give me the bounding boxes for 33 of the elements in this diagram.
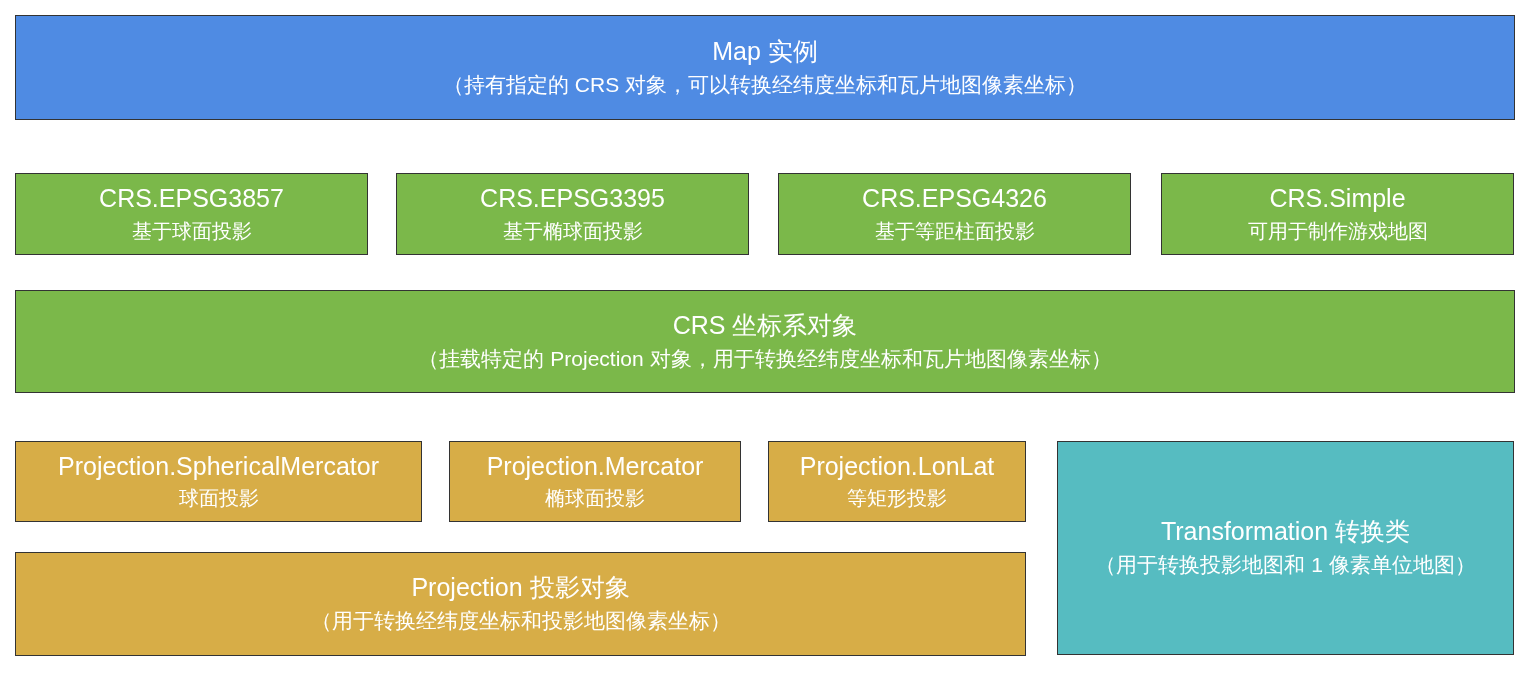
box-description: 等矩形投影 xyxy=(847,486,947,512)
box-title: CRS.EPSG3857 xyxy=(99,183,284,215)
layer-box xyxy=(15,441,422,522)
box-description: 基于等距柱面投影 xyxy=(874,218,1035,244)
box-description: 基于椭球面投影 xyxy=(502,218,643,244)
box-title: CRS.EPSG3395 xyxy=(480,183,665,215)
layer-box xyxy=(15,15,1515,120)
box-description: （用于转换投影地图和 1 像素单位地图） xyxy=(1095,552,1476,579)
box-description: 可用于制作游戏地图 xyxy=(1247,218,1428,244)
layer-box xyxy=(15,173,368,255)
box-title: Projection.SphericalMercator xyxy=(58,450,379,482)
box-title: Projection.LonLat xyxy=(799,450,995,482)
box-title: Transformation 转换类 xyxy=(1160,516,1411,548)
box-title: Map 实例 xyxy=(712,35,818,67)
box-description: 基于球面投影 xyxy=(131,218,252,244)
box-title: Projection.Mercator xyxy=(486,450,704,482)
box-description: 椭球面投影 xyxy=(545,486,645,512)
box-description: （持有指定的 CRS 对象，可以转换经纬度坐标和瓦片地图像素坐标） xyxy=(443,71,1087,98)
box-title: CRS.EPSG4326 xyxy=(862,183,1047,215)
box-description: （用于转换经纬度坐标和投影地图像素坐标） xyxy=(310,608,731,635)
layer-box xyxy=(449,441,741,522)
box-title: Projection 投影对象 xyxy=(411,572,630,604)
layer-box xyxy=(768,441,1026,522)
box-description: （挂载特定的 Projection 对象，用于转换经纬度坐标和瓦片地图像素坐标） xyxy=(418,345,1112,372)
box-title: CRS 坐标系对象 xyxy=(672,309,858,341)
layer-box xyxy=(396,173,749,255)
layer-box xyxy=(1057,441,1514,655)
layer-box xyxy=(15,290,1515,393)
layer-box xyxy=(1161,173,1514,255)
box-title: CRS.Simple xyxy=(1269,183,1406,215)
layer-box xyxy=(15,552,1026,656)
box-description: 球面投影 xyxy=(178,486,259,512)
layer-box xyxy=(778,173,1131,255)
